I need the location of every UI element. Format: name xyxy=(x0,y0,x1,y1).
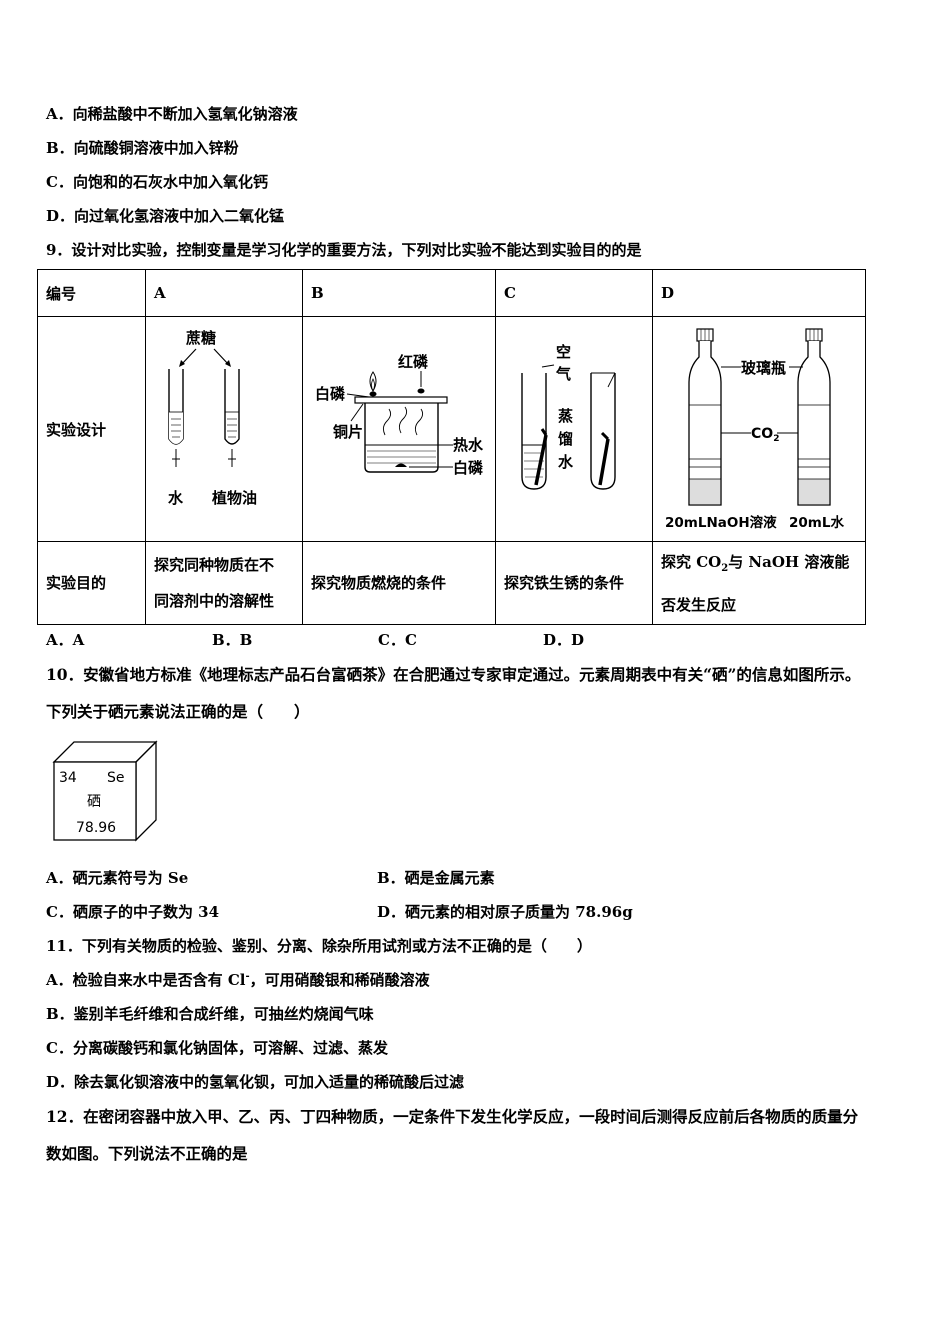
fig-c-distilled-water-label-3: 水 xyxy=(558,453,574,471)
aim-d: 探究 CO2与 NaOH 溶液能否发生反应 xyxy=(652,541,866,625)
fig-b-red-phosphorus-label: 红磷 xyxy=(398,353,429,371)
q10-option-d: D．硒元素的相对原子质量为 78.96g xyxy=(377,903,633,921)
fig-d-co2-label: CO2 xyxy=(751,426,779,444)
fig-c-air-label-2: 气 xyxy=(555,365,571,383)
q11-option-d: D．除去氯化钡溶液中的氢氧化钡，可加入适量的稀硫酸后过滤 xyxy=(46,1073,465,1091)
fig-a-sucrose-label: 蔗糖 xyxy=(185,329,216,347)
element-atomic-number: 34 xyxy=(59,770,77,786)
q12-stem-line2: 数如图。下列说法不正确的是 xyxy=(46,1144,248,1163)
q11-option-a: A．检验自来水中是否含有 Cl-，可用硝酸银和稀硝酸溶液 xyxy=(46,969,430,990)
element-symbol: Se xyxy=(107,770,125,786)
table-header-d: D xyxy=(652,269,866,317)
experiment-table: 编号 A B C D 实验设计 蔗糖 xyxy=(37,269,866,625)
fig-c-air-label-1: 空 xyxy=(556,343,571,361)
figure-a-cell: 蔗糖 xyxy=(145,316,303,542)
fig-d-naoh-label: 20mLNaOH溶液 xyxy=(665,514,777,531)
q8-option-d: D．向过氧化氢溶液中加入二氧化锰 xyxy=(46,207,285,225)
element-atomic-mass: 78.96 xyxy=(76,820,116,836)
selenium-element-card: 34 Se 硒 78.96 xyxy=(52,740,158,842)
element-name: 硒 xyxy=(87,794,101,810)
q9-option-a: A．A xyxy=(46,631,85,649)
table-header-b: B xyxy=(302,269,496,317)
q11-option-a-sup: - xyxy=(245,971,250,982)
row-label-aim: 实验目的 xyxy=(37,541,146,625)
aim-d-line2: 否发生反应 xyxy=(661,595,737,614)
aim-c: 探究铁生锈的条件 xyxy=(495,541,653,625)
q9-option-b: B．B xyxy=(212,631,253,649)
q11-option-a-post: ，可用硝酸银和稀硝酸溶液 xyxy=(249,971,430,989)
aim-d-line1b: 与 NaOH 溶液能 xyxy=(728,552,850,571)
table-header-c: C xyxy=(495,269,653,317)
aim-a-line2: 同溶剂中的溶解性 xyxy=(154,592,275,610)
q10-stem-line1: 10．安徽省地方标准《地理标志产品石台富硒茶》在合肥通过专家审定通过。元素周期表… xyxy=(46,665,861,684)
q10-option-c: C．硒原子的中子数为 34 xyxy=(46,903,220,921)
figure-b-combustion: 红磷 白磷 铜片 xyxy=(315,353,484,477)
row-label-design: 实验设计 xyxy=(37,316,146,542)
q9-option-d: D．D xyxy=(543,631,585,649)
fig-b-hot-water-label: 热水 xyxy=(453,436,484,454)
aim-d-line1: 探究 CO2与 NaOH 溶液能 xyxy=(661,544,857,587)
q10-option-a: A．硒元素符号为 Se xyxy=(46,869,189,887)
table-header-a: A xyxy=(145,269,303,317)
fig-b-white-phosphorus-top-label: 白磷 xyxy=(315,385,346,403)
fig-c-distilled-water-label-2: 馏 xyxy=(557,430,573,448)
fig-c-distilled-water-label-1: 蒸 xyxy=(558,407,573,425)
fig-a-water-label: 水 xyxy=(168,489,184,507)
fig-a-oil-label: 植物油 xyxy=(212,489,257,507)
q10-stem-line2: 下列关于硒元素说法正确的是（ ） xyxy=(46,702,310,721)
q11-option-b: B．鉴别羊毛纤维和合成纤维，可抽丝灼烧闻气味 xyxy=(46,1005,374,1023)
aim-d-line1a: 探究 CO xyxy=(661,552,722,571)
figure-c-rust-test: 空 气 蒸 馏 水 xyxy=(521,343,616,490)
aim-d-subscript: 2 xyxy=(721,562,729,574)
fig-d-co2-subscript: 2 xyxy=(773,434,779,444)
figure-b-cell: 红磷 白磷 铜片 xyxy=(302,316,496,542)
q8-option-c: C．向饱和的石灰水中加入氧化钙 xyxy=(46,173,268,191)
aim-a-line1: 探究同种物质在不 xyxy=(154,556,275,574)
fig-d-co2-text: CO xyxy=(751,426,773,442)
fig-b-white-phosphorus-bottom-label: 白磷 xyxy=(453,459,484,477)
q8-option-a: A．向稀盐酸中不断加入氢氧化钠溶液 xyxy=(46,105,298,123)
figure-d-cell: 玻璃瓶 CO2 20mLNaOH溶液 20mL水 xyxy=(652,316,866,542)
figure-a-test-tubes: 蔗糖 xyxy=(168,329,257,507)
q10-option-b: B．硒是金属元素 xyxy=(377,869,495,887)
fig-d-bottle-label: 玻璃瓶 xyxy=(741,359,786,377)
q9-option-c: C．C xyxy=(378,631,417,649)
q11-option-a-pre: A．检验自来水中是否含有 Cl xyxy=(46,971,246,989)
q12-stem-line1: 12．在密闭容器中放入甲、乙、丙、丁四种物质，一定条件下发生化学反应，一段时间后… xyxy=(46,1107,859,1126)
fig-b-copper-label: 铜片 xyxy=(333,423,363,441)
q11-stem: 11．下列有关物质的检验、鉴别、分离、除杂所用试剂或方法不正确的是（ ） xyxy=(46,937,592,955)
q8-option-b: B．向硫酸铜溶液中加入锌粉 xyxy=(46,139,239,157)
fig-d-water-label: 20mL水 xyxy=(789,514,844,531)
aim-a: 探究同种物质在不同溶剂中的溶解性 xyxy=(145,541,303,625)
q11-option-c: C．分离碳酸钙和氯化钠固体，可溶解、过滤、蒸发 xyxy=(46,1039,388,1057)
table-header-id: 编号 xyxy=(37,269,146,317)
figure-d-bottles: 玻璃瓶 CO2 20mLNaOH溶液 20mL水 xyxy=(665,328,844,531)
q9-stem: 9．设计对比实验，控制变量是学习化学的重要方法，下列对比实验不能达到实验目的的是 xyxy=(46,241,642,259)
aim-b: 探究物质燃烧的条件 xyxy=(302,541,496,625)
figure-c-cell: 空 气 蒸 馏 水 xyxy=(495,316,653,542)
